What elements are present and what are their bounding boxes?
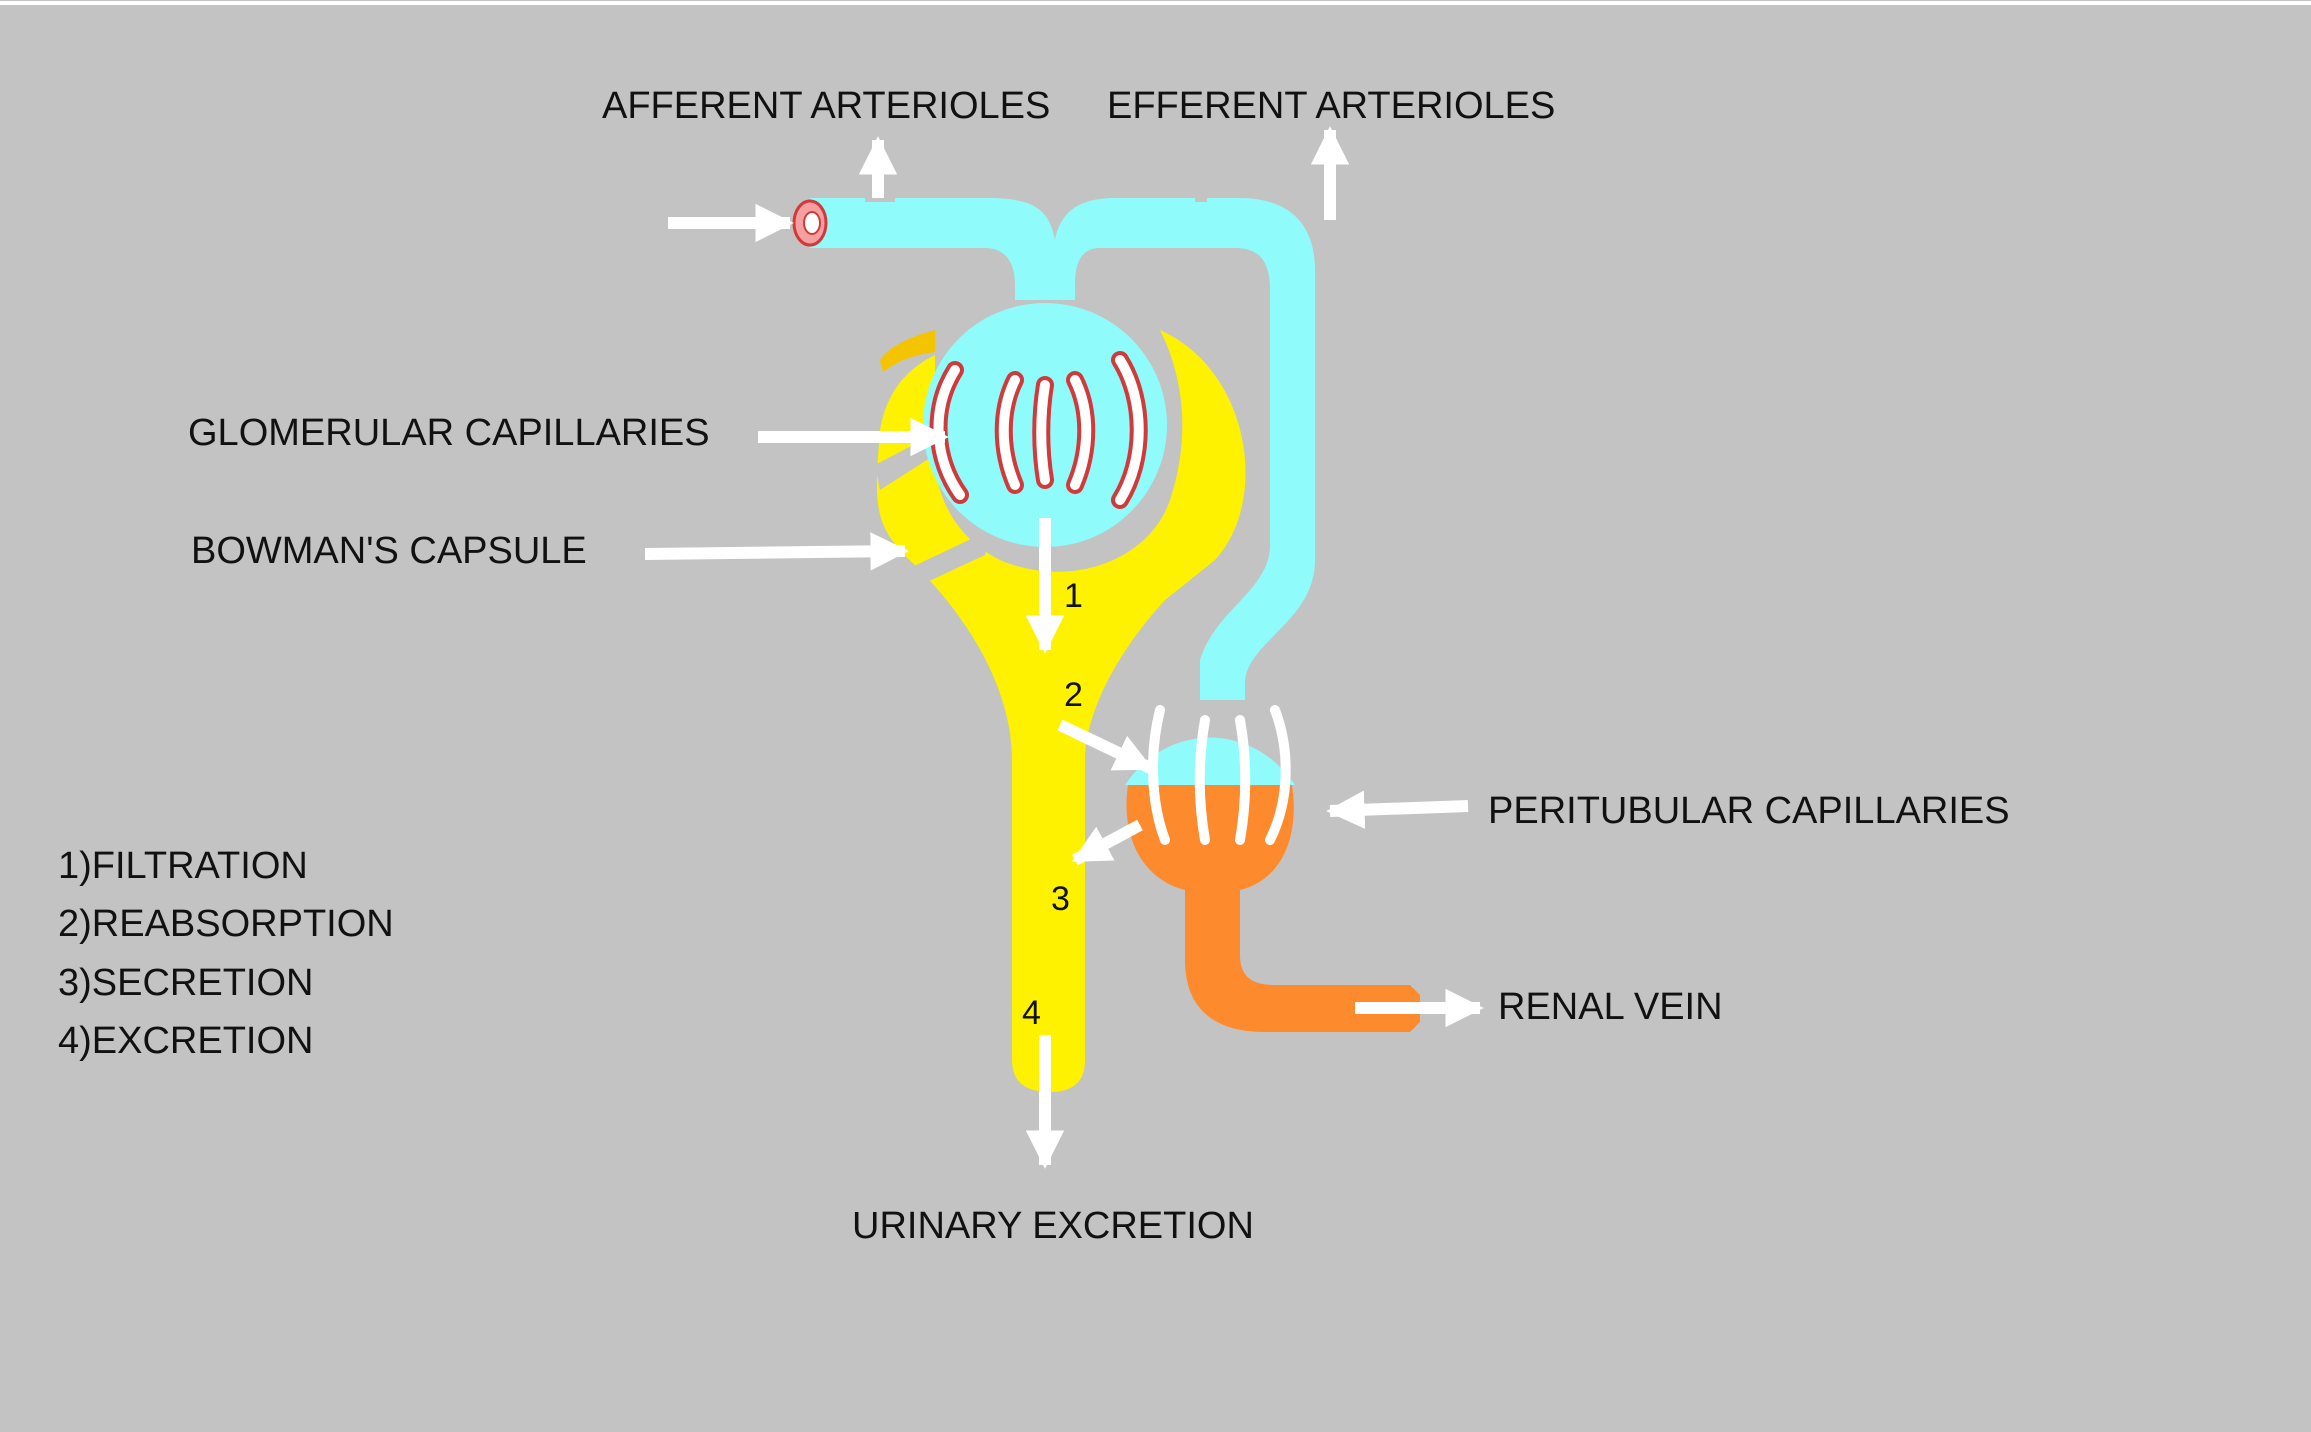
renal-vein-label: RENAL VEIN: [1498, 986, 1723, 1028]
legend-item: 3)SECRETION: [58, 962, 313, 1004]
reabsorption-arrow: [1057, 719, 1154, 774]
glomerular-capillaries-label: GLOMERULAR CAPILLARIES: [188, 412, 710, 454]
legend-item: 4)EXCRETION: [58, 1020, 313, 1062]
peritubular-capillaries: [1125, 705, 1420, 1032]
peritubular-capillaries-label: PERITUBULAR CAPILLARIES: [1488, 790, 2010, 832]
step-number-2: 2: [1064, 676, 1083, 714]
efferent-arterioles-label: EFFERENT ARTERIOLES: [1107, 85, 1555, 127]
flow-arrows: [644, 126, 1484, 1169]
bowman-pointer-arrow: [644, 532, 909, 571]
secretion-arrow: [1071, 819, 1143, 866]
peritubular-pointer-arrow: [1326, 790, 1469, 829]
step-number-4: 4: [1022, 994, 1041, 1032]
bowmans-capsule-label: BOWMAN'S CAPSULE: [191, 530, 587, 572]
urinary-excretion-label: URINARY EXCRETION: [852, 1205, 1254, 1247]
glomerulus: [923, 303, 1167, 547]
step-number-1: 1: [1064, 577, 1083, 615]
legend-item: 2)REABSORPTION: [58, 903, 394, 945]
step-number-3: 3: [1051, 880, 1070, 918]
afferent-arterioles-label: AFFERENT ARTERIOLES: [602, 85, 1050, 127]
process-legend: 1)FILTRATION 2)REABSORPTION 3)SECRETION …: [58, 845, 394, 1062]
legend-item: 1)FILTRATION: [58, 845, 308, 887]
